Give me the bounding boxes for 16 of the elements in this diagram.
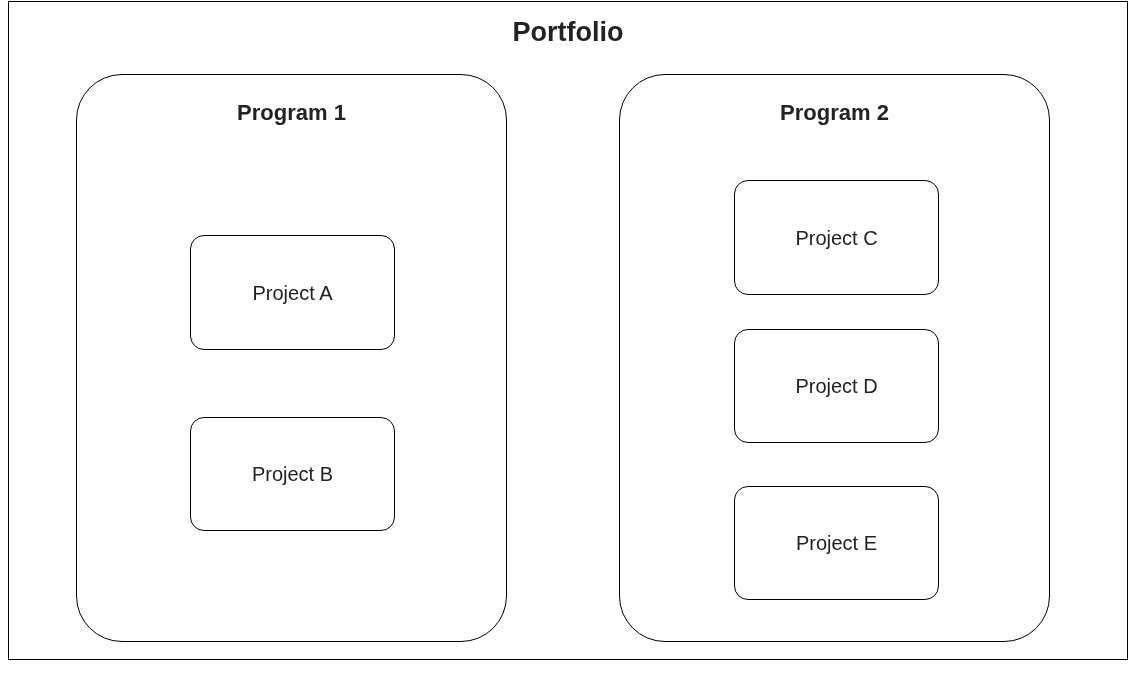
project-label: Project A	[251, 281, 334, 304]
project-label: Project C	[794, 226, 879, 249]
project-box	[190, 235, 395, 350]
portfolio-frame	[8, 1, 1128, 660]
portfolio-heading: Portfolio	[511, 16, 625, 48]
program-container	[76, 74, 507, 642]
project-label: Project E	[794, 531, 879, 555]
project-label: Project D	[794, 374, 879, 398]
program-heading: Program 2	[779, 100, 890, 126]
project-box	[190, 417, 395, 531]
project-box	[734, 329, 939, 443]
project-box	[734, 180, 939, 295]
program-container	[619, 74, 1050, 642]
project-label: Project B	[250, 462, 335, 486]
program-heading: Program 1	[236, 100, 347, 126]
project-box	[734, 486, 939, 600]
